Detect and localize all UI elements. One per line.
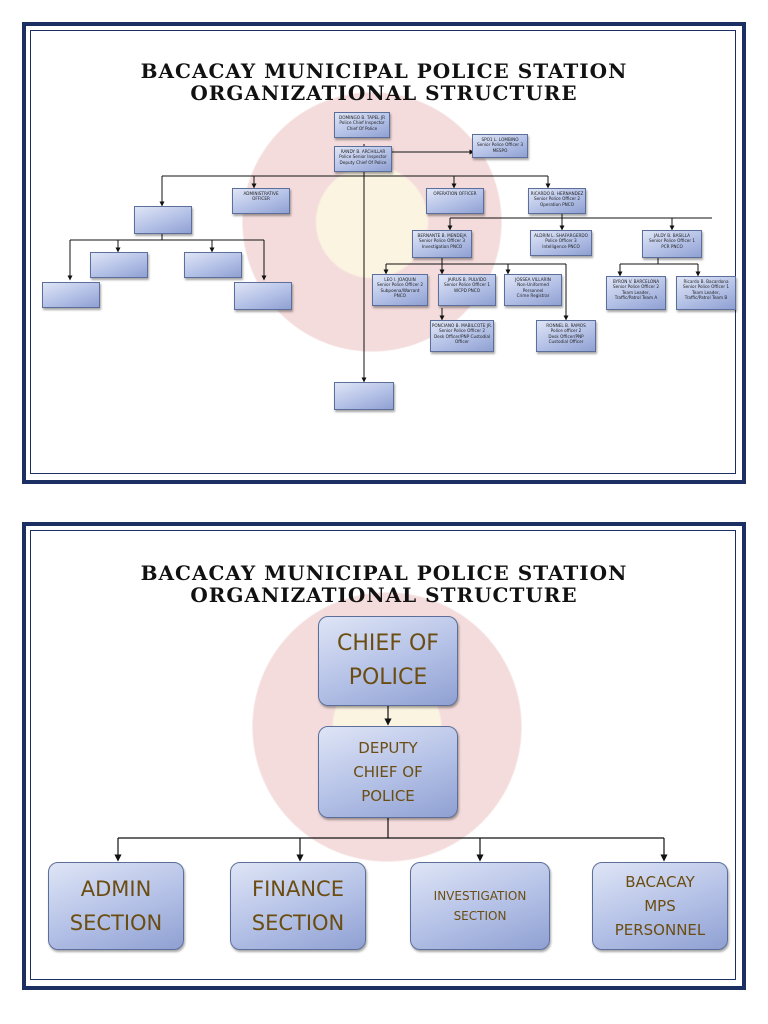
desk-officer-box-2: RONNEL B. RAMOS Police officer 2 Desk Of… [536,320,596,352]
empty-subsection-box-1 [90,252,148,278]
investigation-pnco-box: BERNANTE B. MENDEJA Senior Police Office… [412,230,472,258]
wcpd-pnco-box: JAIRUS B. PULVIDO Senior Police Officer … [438,274,496,306]
deputy-chief-box: RANDY B. ARCHILLAR Police Senior Inspect… [334,146,392,172]
subpoena-warrant-pnco-box: LEO I. JOAQUIN Senior Police Officer 2 S… [372,274,428,306]
org-chart-panel-summary: BACACAY MUNICIPAL POLICE STATION ORGANIZ… [22,522,746,992]
connector-lines [67,144,712,383]
mespo-box: SPO1 L. LOMBINO Senior Police Officer 3 … [472,134,528,158]
title-line-2: ORGANIZATIONAL STRUCTURE [190,583,578,607]
panel-frame-outer [22,522,746,990]
empty-subsection-box-2 [184,252,242,278]
crime-registrar-box: JOSSEA VILLARIN Non-Uniformed Personnel … [504,274,562,306]
admin-section-box: ADMIN SECTION [48,862,184,950]
panel-frame-inner [30,30,736,474]
empty-section-box [134,206,192,234]
mps-personnel-box: BACACAY MPS PERSONNEL [592,862,728,950]
title-line-2: ORGANIZATIONAL STRUCTURE [190,81,578,105]
investigation-section-box: INVESTIGATION SECTION [410,862,550,950]
chief-of-police-box: CHIEF OF POLICE [318,616,458,706]
patrol-team-a-box: BYRON V. BARCELONA Senior Police Officer… [606,276,666,310]
intelligence-pnco-box: ALDRIN L. SHAFARGERDO Police Officer 3 I… [530,230,592,256]
connector-lines [114,706,668,862]
empty-personnel-box [334,382,394,410]
empty-unit-box-1 [42,282,100,308]
operation-officer-box: OPERATION OFFICER [426,188,484,214]
operation-pnco-box: RICARDO B. HERNANDEZ Senior Police Offic… [528,188,586,214]
empty-unit-box-2 [234,282,292,310]
administrative-officer-box: ADMINISTRATIVE OFFICER [232,188,290,214]
desk-officer-box-1: PONCIANO B. MABILCOTE JR. Senior Police … [430,320,494,352]
deputy-chief-box: DEPUTY CHIEF OF POLICE [318,726,458,818]
chief-of-police-box: DOMINGO B. TAPEL JR Police Chief Inspect… [334,112,390,138]
page-title: BACACAY MUNICIPAL POLICE STATION ORGANIZ… [22,60,746,104]
org-chart-panel-detailed: BACACAY MUNICIPAL POLICE STATION ORGANIZ… [22,22,746,484]
finance-section-box: FINANCE SECTION [230,862,366,950]
panel-frame-outer [22,22,746,484]
patrol-team-b-box: Ricardo B. Bacardona Senior Police Offic… [676,276,736,310]
title-line-1: BACACAY MUNICIPAL POLICE STATION [140,59,628,83]
pcr-pnco-box: JALDY B. BASILLA Senior Police Officer 1… [642,230,702,258]
title-line-1: BACACAY MUNICIPAL POLICE STATION [140,561,628,585]
panel-frame-inner [30,530,736,980]
page-title: BACACAY MUNICIPAL POLICE STATION ORGANIZ… [22,562,746,606]
